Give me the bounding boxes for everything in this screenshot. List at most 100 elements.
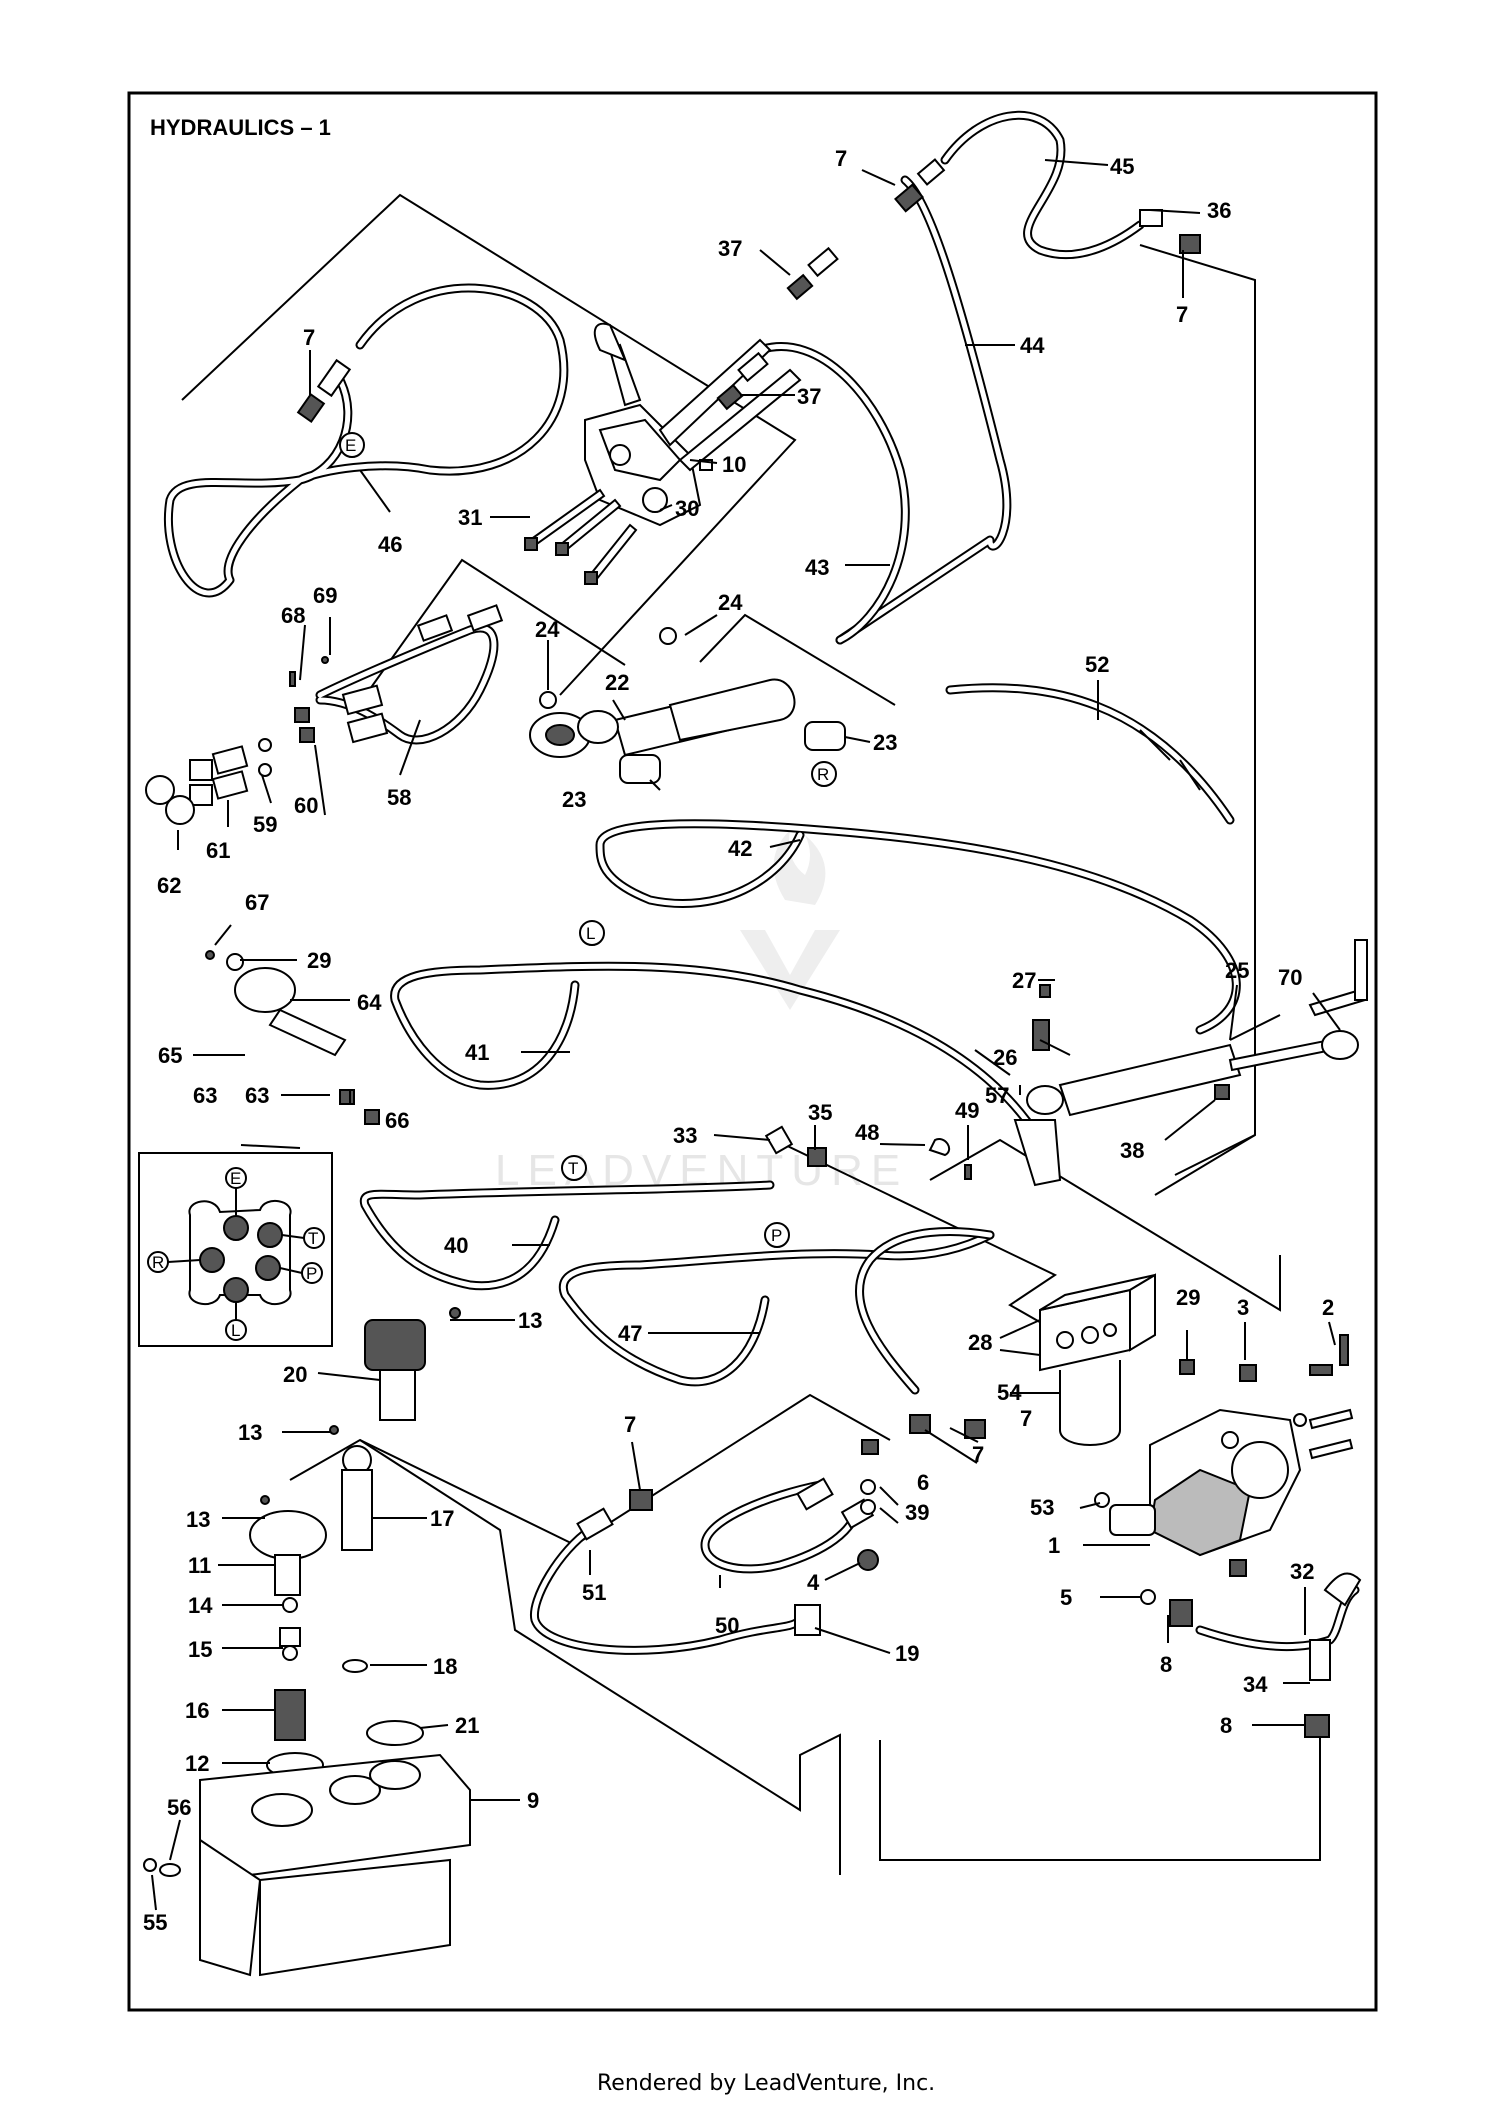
- callout-12: 12: [185, 1751, 209, 1776]
- manifold-block: [1039, 1273, 1195, 1446]
- callout-65: 65: [158, 1043, 182, 1068]
- inset-port-r: R: [152, 1253, 164, 1272]
- callout-2: 2: [1322, 1295, 1334, 1320]
- callout-19: 19: [895, 1641, 919, 1666]
- callout-25: 25: [1225, 958, 1249, 983]
- callout-68: 68: [281, 603, 305, 628]
- callout-3: 3: [1237, 1295, 1249, 1320]
- callout-17: 17: [430, 1506, 454, 1531]
- callout-61: 61: [206, 838, 230, 863]
- callout-31: 31: [458, 505, 482, 530]
- callout-13: 13: [518, 1308, 542, 1333]
- callout-41: 41: [465, 1040, 489, 1065]
- callout-22: 22: [605, 670, 629, 695]
- port-label-t: T: [568, 1159, 578, 1178]
- hose-41: [390, 961, 1045, 1175]
- callout-50: 50: [715, 1613, 739, 1638]
- hose-44: [835, 175, 1012, 645]
- callout-52: 52: [1085, 652, 1109, 677]
- small-fittings-mid: [764, 1125, 972, 1180]
- callout-29: 29: [1176, 1285, 1200, 1310]
- port-label-r: R: [817, 765, 829, 784]
- callout-8: 8: [1160, 1652, 1172, 1677]
- callout-67: 67: [245, 890, 269, 915]
- hose-52: [945, 683, 1235, 825]
- callout-7: 7: [835, 146, 847, 171]
- callout-43: 43: [805, 555, 829, 580]
- callout-14: 14: [188, 1593, 213, 1618]
- callout-54: 54: [997, 1380, 1022, 1405]
- callout-37: 37: [797, 384, 821, 409]
- hose-50: [700, 1480, 860, 1574]
- callout-45: 45: [1110, 154, 1134, 179]
- callout-69: 69: [313, 583, 337, 608]
- breather-20: [364, 1307, 461, 1421]
- strainer-17: [329, 1425, 373, 1673]
- inset-port-l: L: [231, 1321, 240, 1340]
- callout-5: 5: [1060, 1585, 1072, 1610]
- callout-10: 10: [722, 452, 746, 477]
- couplers-group: [145, 604, 504, 825]
- port-label-l: L: [586, 924, 595, 943]
- callout-6: 6: [917, 1470, 929, 1495]
- callout-30: 30: [675, 496, 699, 521]
- footer-credit: Rendered by LeadVenture, Inc.: [597, 2071, 935, 2096]
- hose-47: [558, 1230, 995, 1387]
- callout-8: 8: [1220, 1713, 1232, 1738]
- hose-40: [359, 1180, 775, 1291]
- callout-7: 7: [303, 325, 315, 350]
- callout-1: 1: [1048, 1533, 1060, 1558]
- callout-66: 66: [385, 1108, 409, 1133]
- callout-36: 36: [1207, 198, 1231, 223]
- callout-37: 37: [718, 236, 742, 261]
- hose-42: [595, 819, 1241, 1035]
- group-outlines: [181, 193, 1321, 1875]
- callout-18: 18: [433, 1654, 457, 1679]
- callout-33: 33: [673, 1123, 697, 1148]
- diagram-title: HYDRAULICS – 1: [150, 115, 331, 140]
- oil-tank: [143, 1720, 471, 1977]
- diagram-frame: [127, 91, 1378, 2012]
- callout-40: 40: [444, 1233, 468, 1258]
- callout-35: 35: [808, 1100, 832, 1125]
- port-label-e: E: [345, 436, 356, 455]
- callout-4: 4: [807, 1570, 820, 1595]
- callout-47: 47: [618, 1321, 642, 1346]
- callout-51: 51: [582, 1580, 606, 1605]
- callout-29: 29: [307, 948, 331, 973]
- hose-58: [315, 623, 499, 745]
- hose-43: [755, 342, 910, 645]
- callout-39: 39: [905, 1500, 929, 1525]
- callout-13: 13: [238, 1420, 262, 1445]
- callout-70: 70: [1278, 965, 1302, 990]
- callout-9: 9: [527, 1788, 539, 1813]
- callout-23: 23: [873, 730, 897, 755]
- callout-63: 63: [245, 1083, 269, 1108]
- callout-59: 59: [253, 812, 277, 837]
- hydraulic-pump: [1094, 1334, 1354, 1605]
- callout-7: 7: [1020, 1406, 1032, 1431]
- callout-7: 7: [1176, 302, 1188, 327]
- callout-7: 7: [972, 1442, 984, 1467]
- callout-13: 13: [186, 1507, 210, 1532]
- coupler-plate-inset: E T R P L: [138, 1152, 333, 1347]
- callout-11: 11: [188, 1553, 211, 1578]
- leader-lines: [151, 159, 1341, 1911]
- callout-38: 38: [1120, 1138, 1144, 1163]
- watermark: LEADVENTURE: [495, 830, 900, 1195]
- callout-56: 56: [167, 1795, 191, 1820]
- bolts-31: [524, 488, 638, 585]
- port-circles: E R L T P: [339, 432, 837, 1248]
- callout-53: 53: [1030, 1495, 1054, 1520]
- callout-15: 15: [188, 1637, 212, 1662]
- callout-26: 26: [993, 1045, 1017, 1070]
- callout-21: 21: [455, 1713, 479, 1738]
- hose-51: [529, 1525, 805, 1655]
- callout-42: 42: [728, 836, 752, 861]
- callout-57: 57: [985, 1083, 1009, 1108]
- fittings-low: [576, 1414, 1362, 1738]
- callout-16: 16: [185, 1698, 209, 1723]
- callout-60: 60: [294, 793, 318, 818]
- hose-32: [1195, 1585, 1360, 1652]
